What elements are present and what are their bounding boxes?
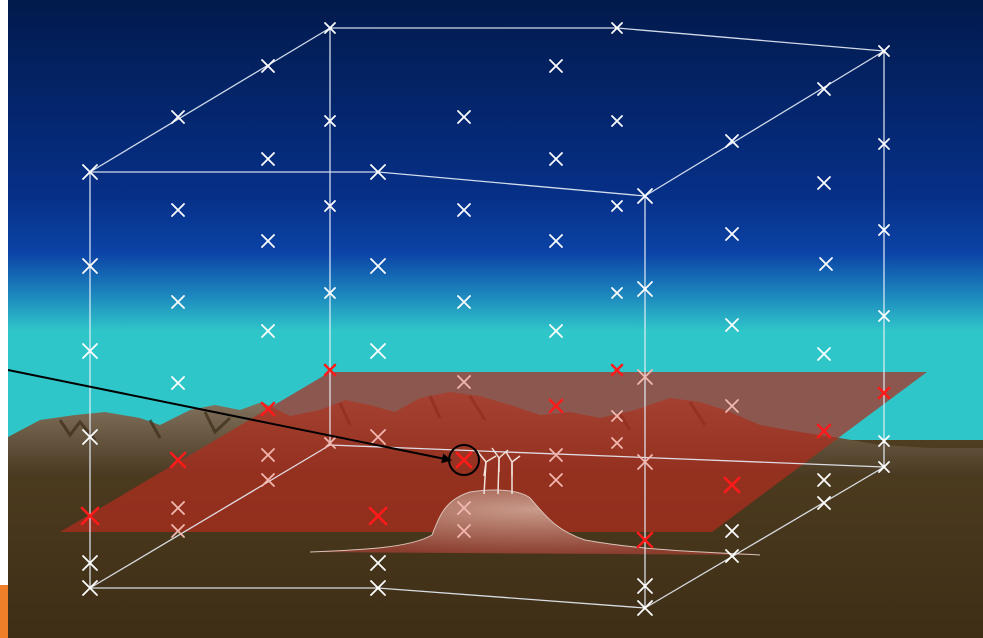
grid-point-marker (82, 555, 98, 571)
slide-left-edge (0, 0, 8, 638)
grid-point-marker (457, 295, 471, 309)
grid-point-marker (725, 318, 739, 332)
grid-point-marker (370, 164, 386, 180)
grid-point-marker (171, 376, 185, 390)
grid-point-marker (878, 138, 890, 150)
grid-point-marker (368, 506, 388, 526)
grid-point-marker (610, 363, 624, 377)
grid-point-marker (370, 343, 386, 359)
grid-point-marker (725, 134, 739, 148)
grid-point-marker (171, 524, 185, 538)
grid-point-marker (817, 473, 831, 487)
grid-point-marker (171, 110, 185, 124)
slide-accent-bar (0, 585, 8, 638)
grid-point-marker (637, 600, 653, 616)
grid-point-marker (878, 310, 890, 322)
grid-point-marker (637, 578, 653, 594)
turbine-hill (309, 489, 761, 556)
grid-point-marker (877, 386, 891, 400)
grid-point-marker (82, 258, 98, 274)
grid-point-marker (878, 461, 890, 473)
grid-point-marker (169, 451, 187, 469)
grid-point-marker (457, 110, 471, 124)
grid-point-marker (611, 287, 623, 299)
grid-point-marker (817, 176, 831, 190)
grid-point-marker (878, 45, 890, 57)
grid-point-marker (324, 200, 336, 212)
grid-point-marker (878, 224, 890, 236)
grid-point-marker (611, 115, 623, 127)
wind-turbine-icon (477, 447, 521, 495)
grid-point-marker (817, 496, 831, 510)
grid-point-marker (324, 22, 336, 34)
grid-point-marker (260, 401, 276, 417)
grid-point-marker (82, 580, 98, 596)
grid-point-marker (725, 399, 739, 413)
grid-point-marker (261, 473, 275, 487)
grid-point-marker (611, 200, 623, 212)
grid-point-markers (80, 22, 891, 616)
grid-point-marker (548, 398, 564, 414)
grid-point-marker (457, 524, 471, 538)
pointer-arrow (7, 369, 452, 464)
grid-point-marker (817, 347, 831, 361)
grid-point-marker (80, 506, 100, 526)
grid-point-marker (261, 152, 275, 166)
grid-point-marker (549, 59, 563, 73)
grid-point-marker (725, 549, 739, 563)
grid-point-marker (725, 227, 739, 241)
grid-point-marker (637, 454, 653, 470)
grid-point-marker (725, 524, 739, 538)
grid-point-marker (637, 369, 653, 385)
grid-point-marker (324, 437, 336, 449)
grid-point-marker (637, 188, 653, 204)
grid-point-marker (816, 423, 832, 439)
grid-point-marker (82, 429, 98, 445)
grid-point-marker (171, 203, 185, 217)
grid-point-marker (549, 473, 563, 487)
grid-point-marker (171, 295, 185, 309)
grid-point-marker (171, 501, 185, 515)
grid-point-marker (549, 324, 563, 338)
grid-point-marker (611, 437, 623, 449)
grid-point-marker (82, 164, 98, 180)
grid-point-marker (370, 555, 386, 571)
grid-point-marker (370, 580, 386, 596)
grid-point-marker (370, 429, 386, 445)
grid-point-marker (323, 363, 337, 377)
grid-point-marker (455, 451, 473, 469)
grid-point-marker (261, 448, 275, 462)
grid-point-marker (637, 281, 653, 297)
grid-point-marker (370, 258, 386, 274)
grid-point-marker (324, 287, 336, 299)
grid-point-marker (457, 203, 471, 217)
grid-point-marker (261, 324, 275, 338)
grid-point-marker (261, 234, 275, 248)
grid-point-marker (549, 152, 563, 166)
grid-point-marker (636, 531, 654, 549)
grid-point-marker (817, 82, 831, 96)
grid-point-marker (819, 257, 833, 271)
grid-point-marker (723, 476, 741, 494)
grid-point-marker (549, 448, 563, 462)
grid-point-marker (457, 501, 471, 515)
grid-point-marker (261, 59, 275, 73)
grid-cube-wireframe (89, 27, 885, 609)
grid-point-marker (324, 115, 336, 127)
grid-point-marker (549, 234, 563, 248)
grid-point-marker (878, 435, 890, 447)
grid-point-marker (457, 375, 471, 389)
grid-point-marker (611, 22, 623, 34)
grid-point-marker (82, 343, 98, 359)
grid-point-marker (611, 410, 623, 422)
